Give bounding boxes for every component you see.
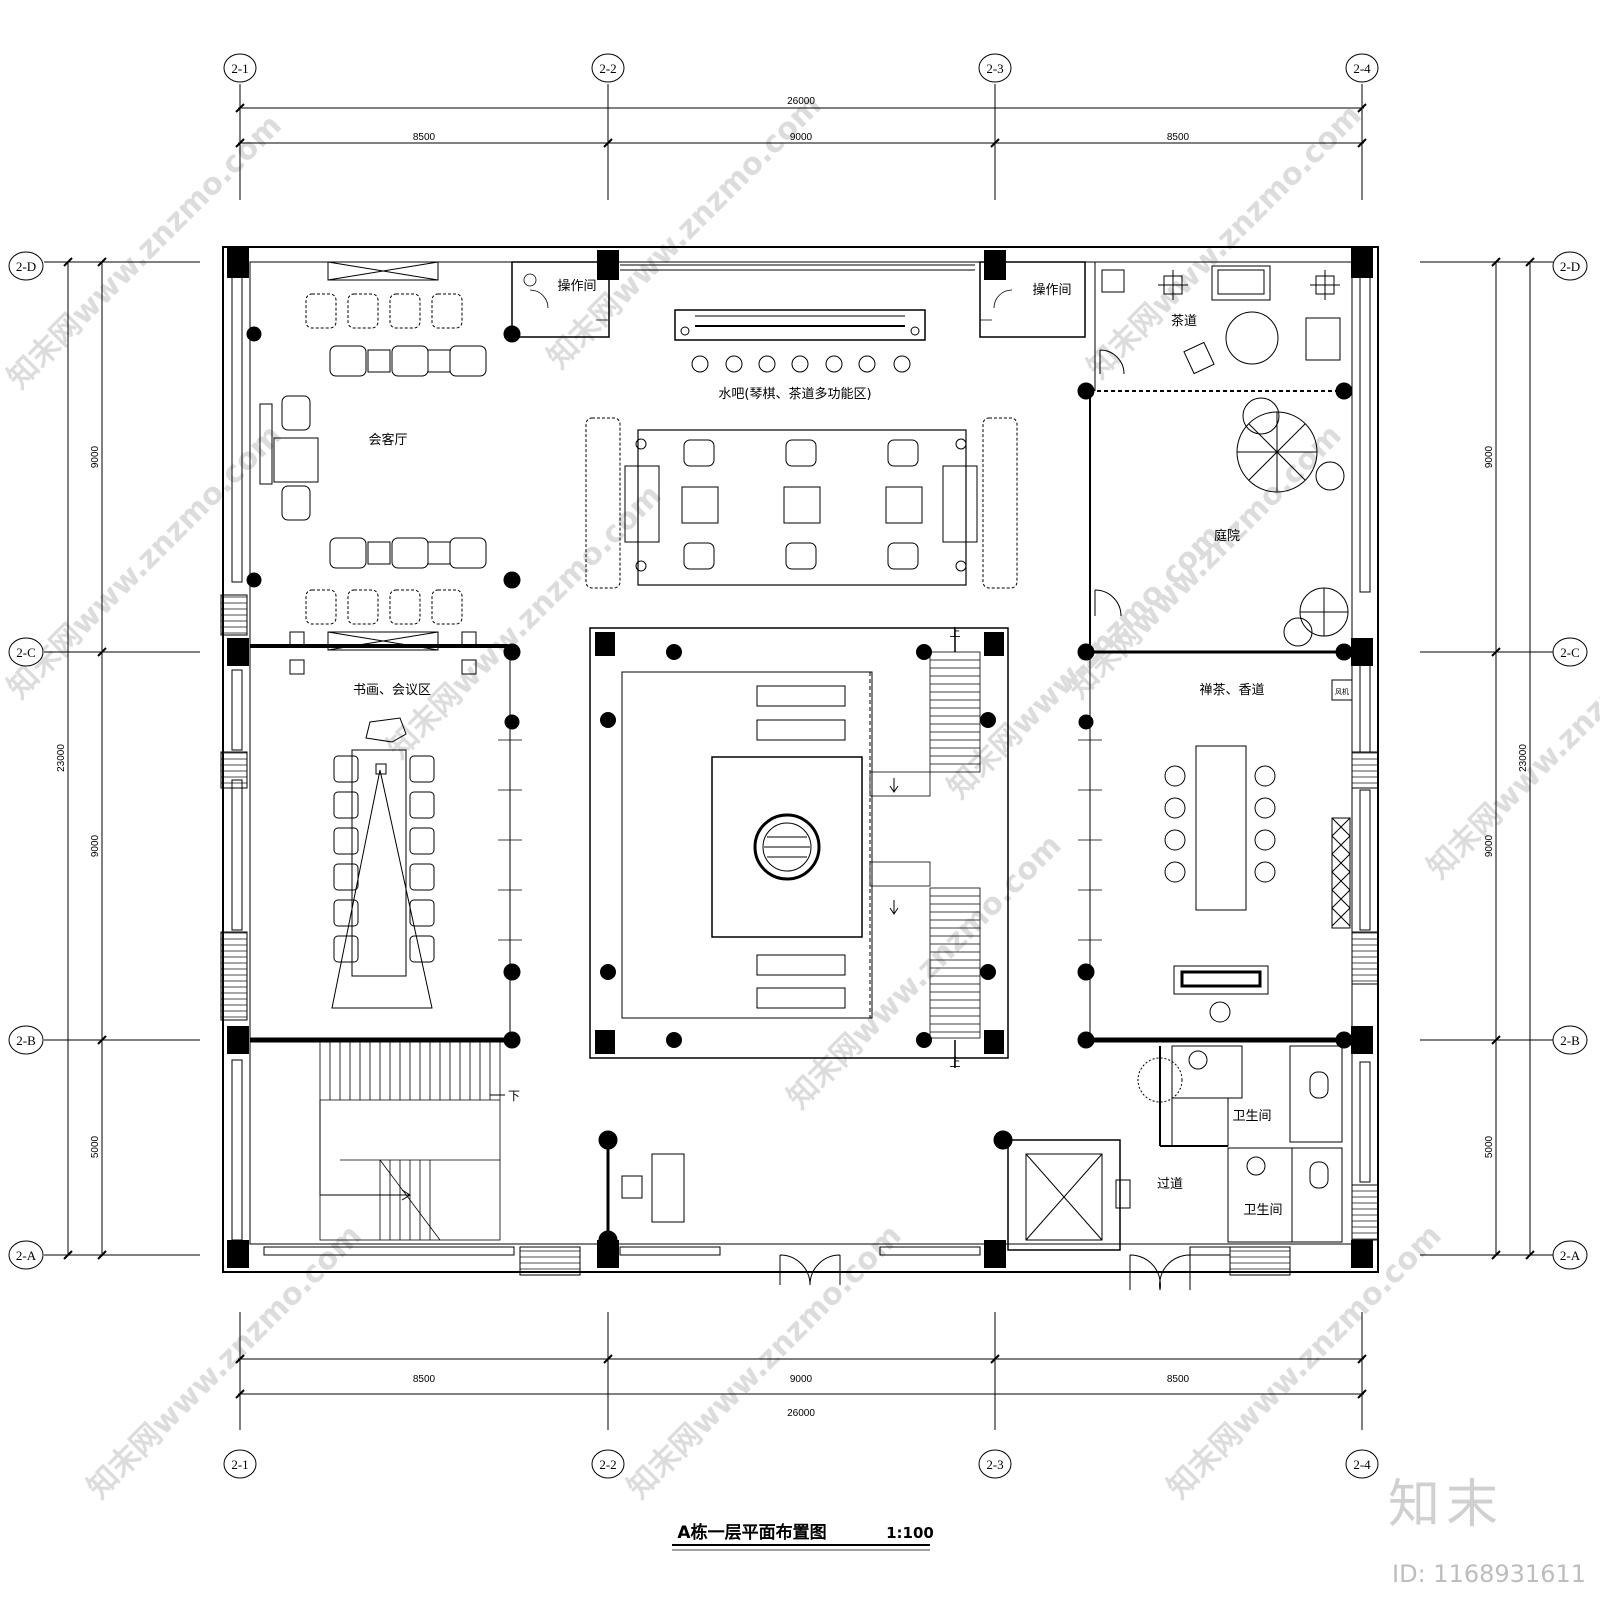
axis-label-2-1: 2-1 [231, 61, 248, 76]
axis-bubble [8, 251, 44, 281]
axis-label-2-D: 2-D [16, 259, 36, 274]
dim-right-span-1: 9000 [1484, 445, 1495, 468]
tea-way-furniture [1094, 265, 1349, 1103]
dim-bottom-span-3: 8500 [1167, 1374, 1190, 1385]
stair-label-down: 下 [508, 1089, 520, 1103]
central-hall [589, 627, 1009, 1059]
axis-label-2-C: 2-C [1560, 645, 1580, 660]
stair-label-up: 上 [950, 626, 961, 639]
axis-label-2-3: 2-3 [986, 61, 1003, 76]
axis-label-2-C: 2-C [16, 645, 36, 660]
watermark-id: ID: 1168931611 [1392, 1560, 1586, 1588]
axis-label-2-A: 2-A [1560, 1248, 1581, 1263]
drawing-title-block: A栋一层平面布置图 1:100 [672, 1522, 934, 1551]
axis-bubble [1552, 637, 1588, 667]
room-label-reception: 会客厅 [368, 432, 407, 448]
axis-label-2-1: 2-1 [231, 1457, 248, 1472]
axis-label-2-B: 2-B [16, 1033, 36, 1048]
dim-left-span-3: 5000 [90, 1135, 101, 1158]
axis-labels: 2-1 2-2 2-3 2-4 2-1 2-2 2-3 2-4 2-D 2-C … [16, 61, 1581, 1472]
central-stair [869, 628, 981, 1068]
dimension-lines [44, 84, 1553, 1430]
room-label-tea-way: 茶道 [1171, 313, 1197, 329]
watermark-text: 知末网www.znzmo.com [1061, 418, 1349, 706]
dim-bottom-span-2: 9000 [790, 1374, 813, 1385]
building-walls [220, 246, 1379, 1291]
dim-bottom-total: 26000 [787, 1408, 815, 1419]
front-desk [606, 1140, 685, 1240]
room-label-operation-room: 操作间 [1032, 282, 1071, 298]
axis-bubble [1552, 1240, 1588, 1270]
watermark-text: 知末网www.znzmo.com [781, 828, 1069, 1116]
room-label-calligraphy-meeting: 书画、会议区 [353, 683, 431, 698]
dim-top-total: 26000 [787, 96, 815, 107]
axis-bubble [1552, 1025, 1588, 1055]
watermark-text: 知末网www.znzmo.com [621, 1218, 909, 1506]
dim-right-total: 23000 [1518, 744, 1529, 772]
axis-bubble [1345, 1449, 1379, 1479]
axis-bubble [978, 53, 1012, 83]
structural-columns [227, 248, 1373, 1268]
dim-left-total: 23000 [56, 744, 67, 772]
axis-bubble [8, 1240, 44, 1270]
dimension-labels: 26000 8500 9000 8500 8500 9000 8500 2600… [56, 96, 1529, 1419]
meeting-furniture [331, 717, 435, 1009]
reception-furniture [259, 261, 487, 675]
axis-bubble [978, 1449, 1012, 1479]
watermark-brand: 知末 [1387, 1475, 1504, 1535]
dim-top-span-3: 8500 [1167, 132, 1190, 143]
axis-bubble [1345, 53, 1379, 83]
zen-tea-furniture [1164, 679, 1353, 1023]
axis-label-2-3: 2-3 [986, 1457, 1003, 1472]
axis-label-2-2: 2-2 [599, 61, 616, 76]
drawing-title: A栋一层平面布置图 [677, 1522, 826, 1543]
axis-bubble [1552, 251, 1588, 281]
room-labels: 会客厅 书画、会议区 操作间 操作间 水吧(琴棋、茶道多功能区) 茶道 庭院 禅… [353, 278, 1349, 1218]
dim-left-span-1: 9000 [90, 445, 101, 468]
axis-bubbles [8, 53, 1588, 1479]
axis-label-2-4: 2-4 [1353, 61, 1371, 76]
watermark-text: 知末网www.znzmo.com [541, 88, 829, 376]
axis-label-2-B: 2-B [1560, 1033, 1580, 1048]
axis-bubble [591, 1449, 625, 1479]
round-pillars [246, 325, 1353, 1250]
dim-bottom-span-1: 8500 [413, 1374, 436, 1385]
equipment-tag: 风机 [1335, 687, 1349, 696]
axis-label-2-4: 2-4 [1353, 1457, 1371, 1472]
room-label-zen-tea-incense: 禅茶、香道 [1199, 682, 1264, 698]
room-label-corridor: 过道 [1157, 1177, 1183, 1192]
service-area [1007, 1045, 1343, 1251]
dim-right-span-2: 9000 [1484, 834, 1495, 857]
axis-label-2-A: 2-A [16, 1248, 37, 1263]
dim-top-span-2: 9000 [790, 132, 813, 143]
main-stair [319, 1039, 505, 1241]
room-label-restroom: 卫生间 [1243, 1203, 1282, 1218]
axis-label-2-D: 2-D [1560, 259, 1580, 274]
axis-bubble [8, 1025, 44, 1055]
room-label-restroom: 卫生间 [1232, 1109, 1271, 1124]
dim-right-span-3: 5000 [1484, 1135, 1495, 1158]
dim-top-span-1: 8500 [413, 132, 436, 143]
water-bar-furniture [585, 309, 1018, 589]
stair-label-up: 上 [950, 1056, 961, 1069]
room-label-operation-room: 操作间 [557, 278, 596, 294]
watermark-text: 知末网www.znzmo.com [1081, 98, 1369, 386]
axis-bubble [591, 53, 625, 83]
drawing-scale: 1:100 [886, 1524, 934, 1542]
axis-label-2-2: 2-2 [599, 1457, 616, 1472]
axis-bubble [223, 1449, 257, 1479]
room-label-water-bar: 水吧(琴棋、茶道多功能区) [718, 386, 871, 402]
axis-bubble [223, 53, 257, 83]
side-doors [498, 273, 1102, 941]
axis-bubble [8, 637, 44, 667]
room-label-courtyard: 庭院 [1214, 528, 1240, 544]
dim-left-span-2: 9000 [90, 834, 101, 857]
